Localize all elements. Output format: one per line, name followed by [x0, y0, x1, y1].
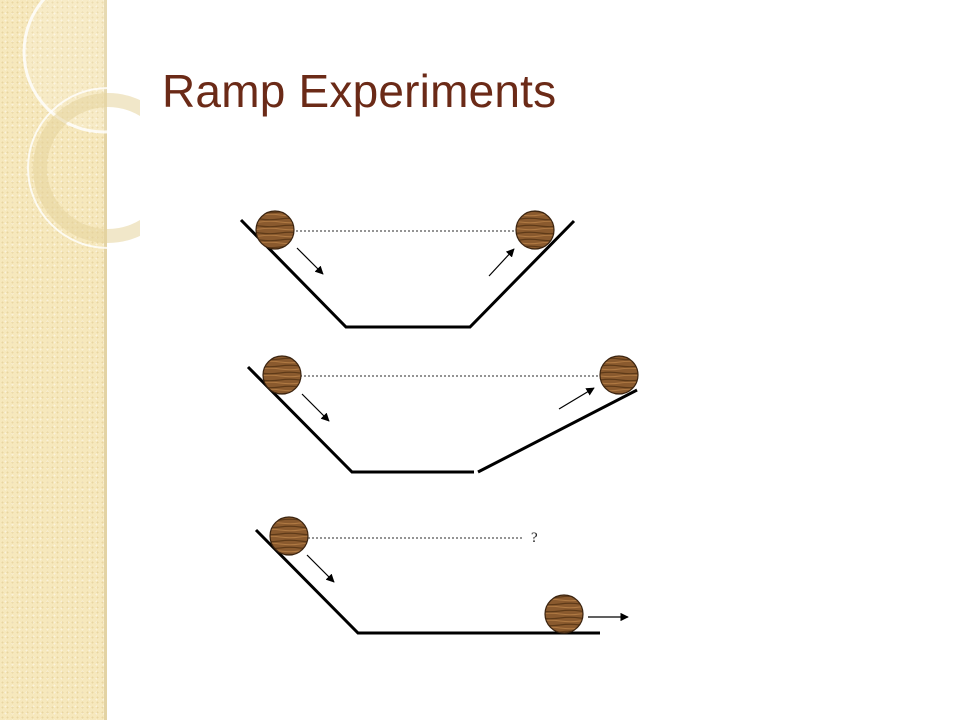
- ramp-3: [254, 528, 600, 635]
- side-strip-edge: [104, 0, 107, 720]
- decorative-circles: [22, 0, 140, 249]
- motion-arrow-2-up: [558, 387, 595, 410]
- experiment-1: [239, 210, 576, 329]
- ball-3-end: [544, 594, 584, 634]
- ball-3-start: [269, 516, 309, 556]
- decorative-circle-ring: [33, 93, 140, 243]
- ball-2-start: [262, 355, 302, 395]
- unknown-height-marker: ?: [531, 530, 538, 546]
- ball-2-end: [599, 355, 639, 395]
- slide-title: Ramp Experiments: [162, 65, 557, 117]
- motion-arrow-2-down: [301, 393, 330, 422]
- ball-1-start: [255, 210, 295, 250]
- ramp-1: [239, 218, 576, 329]
- motion-arrow-1-up: [488, 248, 515, 277]
- decorative-circle-bottom: [27, 87, 140, 249]
- experiment-2: [246, 355, 639, 474]
- ball-1-end: [515, 210, 555, 250]
- motion-arrow-3-down: [306, 554, 335, 583]
- experiment-3: ?: [254, 516, 629, 635]
- ramp-2-left: [246, 365, 474, 474]
- ramp-2-right: [477, 388, 638, 474]
- motion-arrow-1-down: [296, 247, 324, 275]
